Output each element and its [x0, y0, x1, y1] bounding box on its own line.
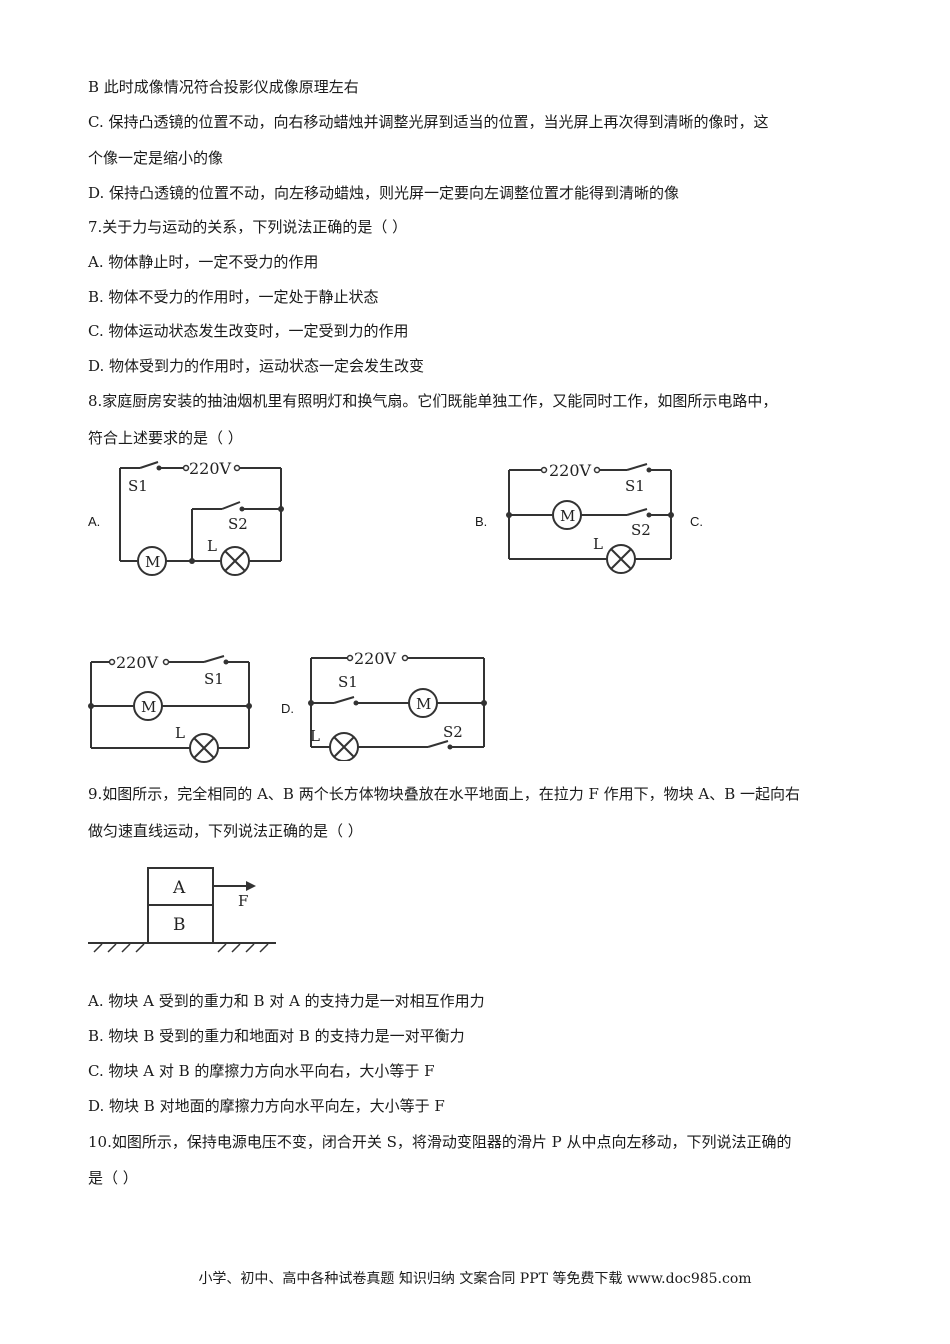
circuit-a-lamp: L	[207, 537, 217, 555]
q6-option-b: B 此时成像情况符合投影仪成像原理左右	[88, 78, 359, 96]
q10-stem-line2: 是（ ）	[88, 1169, 138, 1187]
q8-label-b: B.	[475, 514, 488, 529]
circuit-a-s1: S1	[128, 477, 148, 495]
q7-option-b: B. 物体不受力的作用时，一定处于静止状态	[88, 288, 379, 306]
circuit-d-figure: 220V S1 M L S2	[302, 643, 492, 761]
q8-stem-line2: 符合上述要求的是（ ）	[88, 429, 243, 447]
circuit-d-s2: S2	[443, 723, 463, 741]
page-footer: 小学、初中、高中各种试卷真题 知识归纳 文案合同 PPT 等免费下载 www.d…	[198, 1271, 752, 1287]
circuit-d-s1: S1	[338, 673, 358, 691]
circuit-c-figure: 220V S1 M L	[82, 648, 262, 763]
circuit-a-figure: 220V S1 M S2 L	[110, 455, 290, 580]
circuit-c-s1: S1	[204, 670, 224, 688]
q9-option-b: B. 物块 B 受到的重力和地面对 B 的支持力是一对平衡力	[88, 1027, 465, 1045]
q9-option-a: A. 物块 A 受到的重力和 B 对 A 的支持力是一对相互作用力	[88, 992, 485, 1010]
q7-option-a: A. 物体静止时，一定不受力的作用	[88, 253, 319, 271]
q6-option-d: D. 保持凸透镜的位置不动，向左移动蜡烛，则光屏一定要向左调整位置才能得到清晰的…	[88, 184, 680, 202]
q6-option-c-line2: 个像一定是缩小的像	[88, 149, 224, 167]
q7-option-c: C. 物体运动状态发生改变时，一定受到力的作用	[88, 322, 409, 340]
blocks-figure: A B F	[86, 860, 281, 960]
q8-label-d: D.	[281, 701, 294, 716]
circuit-d-voltage: 220V	[354, 649, 397, 668]
q8-stem-line1: 8.家庭厨房安装的抽油烟机里有照明灯和换气扇。它们既能单独工作，又能同时工作，如…	[88, 392, 778, 410]
circuit-b-voltage: 220V	[549, 461, 592, 480]
circuit-b-s2: S2	[631, 521, 651, 539]
circuit-c-voltage: 220V	[116, 653, 159, 672]
force-label: F	[238, 892, 248, 910]
block-b-label: B	[173, 915, 186, 935]
q6-option-c-line1: C. 保持凸透镜的位置不动，向右移动蜡烛并调整光屏到适当的位置，当光屏上再次得到…	[88, 113, 769, 131]
q8-label-a: A.	[88, 514, 101, 529]
q8-label-c: C.	[690, 514, 703, 529]
q9-stem-line1: 9.如图所示，完全相同的 A、B 两个长方体物块叠放在水平地面上，在拉力 F 作…	[88, 785, 801, 803]
q9-stem-line2: 做匀速直线运动，下列说法正确的是（ ）	[88, 822, 363, 840]
circuit-d-lamp: L	[310, 727, 320, 745]
circuit-a-s2: S2	[228, 515, 248, 533]
circuit-b-motor: M	[560, 507, 575, 525]
q7-option-d: D. 物体受到力的作用时，运动状态一定会发生改变	[88, 357, 425, 375]
q9-option-d: D. 物块 B 对地面的摩擦力方向水平向左，大小等于 F	[88, 1097, 445, 1115]
circuit-b-lamp: L	[593, 535, 603, 553]
circuit-b-s1: S1	[625, 477, 645, 495]
circuit-c-motor: M	[141, 698, 156, 716]
circuit-a-voltage: 220V	[189, 459, 232, 478]
q10-stem-line1: 10.如图所示，保持电源电压不变，闭合开关 S，将滑动变阻器的滑片 P 从中点向…	[88, 1133, 792, 1151]
circuit-b-figure: 220V S1 M S2 L	[497, 455, 682, 580]
block-a-label: A	[172, 878, 186, 898]
q7-stem: 7.关于力与运动的关系，下列说法正确的是（ ）	[88, 218, 408, 236]
q9-option-c: C. 物块 A 对 B 的摩擦力方向水平向右，大小等于 F	[88, 1062, 435, 1080]
circuit-a-motor: M	[145, 553, 160, 571]
circuit-d-motor: M	[416, 695, 431, 713]
circuit-c-lamp: L	[175, 724, 185, 742]
